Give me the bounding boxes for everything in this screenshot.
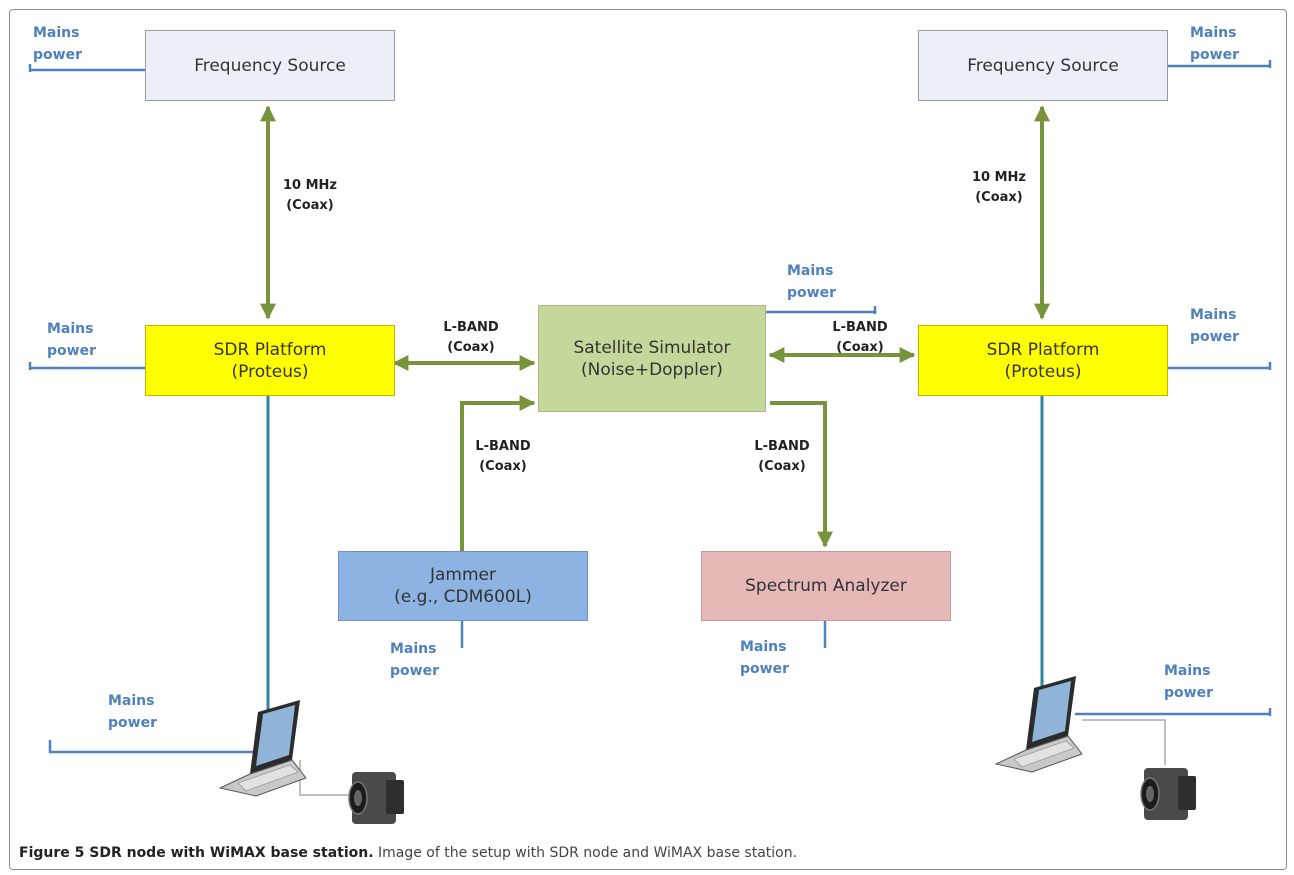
link-label-line2: (Coax) xyxy=(447,340,495,355)
mains-power-label: Mains power xyxy=(47,318,127,362)
mains-power-label: Mains power xyxy=(1190,304,1270,348)
mains-line1: Mains xyxy=(47,321,94,337)
mains-line1: Mains xyxy=(1190,25,1237,41)
link-label-lband-left: L-BAND (Coax) xyxy=(428,318,514,358)
satellite-simulator: Satellite Simulator (Noise+Doppler) xyxy=(538,305,766,412)
mains-line2: power xyxy=(390,663,439,679)
link-label-line1: L-BAND xyxy=(832,320,888,335)
frequency-source-right: Frequency Source xyxy=(918,30,1168,101)
mains-power-label: Mains power xyxy=(787,260,867,304)
laptop-icon xyxy=(218,700,307,797)
mains-line2: power xyxy=(108,715,157,731)
link-label-line1: 10 MHz xyxy=(972,170,1026,185)
mains-line2: power xyxy=(1164,685,1213,701)
link-label-line2: (Coax) xyxy=(975,190,1023,205)
power-line-laptop-left xyxy=(48,740,258,754)
box-label-line1: Satellite Simulator xyxy=(573,337,731,358)
box-label: Spectrum Analyzer xyxy=(745,576,907,596)
mains-line2: power xyxy=(1190,47,1239,63)
spectrum-analyzer: Spectrum Analyzer xyxy=(701,551,951,621)
jammer: Jammer (e.g., CDM600L) xyxy=(338,551,588,621)
box-label-line1: SDR Platform xyxy=(986,339,1100,360)
mains-line2: power xyxy=(1190,329,1239,345)
mains-line2: power xyxy=(47,343,96,359)
mains-line2: power xyxy=(787,285,836,301)
box-label-line2: (Proteus) xyxy=(1004,361,1082,382)
link-label-line1: L-BAND xyxy=(475,439,531,454)
link-label-line2: (Coax) xyxy=(758,459,806,474)
mains-power-label: Mains power xyxy=(1190,22,1270,66)
link-label-lband-right: L-BAND (Coax) xyxy=(817,318,903,358)
camera-cable-left xyxy=(299,760,350,796)
link-label-ref-right: 10 MHz (Coax) xyxy=(956,168,1042,208)
link-label-line1: 10 MHz xyxy=(283,178,337,193)
arrow-lband-jammer xyxy=(460,395,536,552)
mains-line1: Mains xyxy=(1190,307,1237,323)
link-label-line2: (Coax) xyxy=(286,198,334,213)
box-label-line2: (e.g., CDM600L) xyxy=(394,587,532,607)
sdr-platform-right: SDR Platform (Proteus) xyxy=(918,325,1168,396)
box-label-line1: SDR Platform xyxy=(213,339,327,360)
data-lines xyxy=(266,395,1044,710)
link-label-lband-jammer: L-BAND (Coax) xyxy=(460,437,546,477)
mains-line1: Mains xyxy=(108,693,155,709)
mains-power-label: Mains power xyxy=(33,22,113,66)
caption-text: Image of the setup with SDR node and WiM… xyxy=(373,845,798,861)
mains-power-label: Mains power xyxy=(390,638,470,682)
laptop-icon xyxy=(994,676,1083,773)
video-camera-icon xyxy=(348,772,404,824)
mains-line2: power xyxy=(33,47,82,63)
caption-title: Figure 5 SDR node with WiMAX base statio… xyxy=(19,845,374,861)
coax-links xyxy=(260,105,1050,552)
box-label-line2: (Noise+Doppler) xyxy=(581,359,723,380)
box-label: Frequency Source xyxy=(194,55,346,76)
video-camera-icon xyxy=(1140,768,1196,820)
figure-frame xyxy=(9,9,1287,870)
sdr-platform-left: SDR Platform (Proteus) xyxy=(145,325,395,396)
link-label-line1: L-BAND xyxy=(754,439,810,454)
link-label-line1: L-BAND xyxy=(443,320,499,335)
power-lines xyxy=(28,60,1272,754)
box-label: Frequency Source xyxy=(967,55,1119,76)
mains-line1: Mains xyxy=(1164,663,1211,679)
frequency-source-left: Frequency Source xyxy=(145,30,395,101)
mains-power-label: Mains power xyxy=(740,636,820,680)
link-label-line2: (Coax) xyxy=(836,340,884,355)
link-label-line2: (Coax) xyxy=(479,459,527,474)
camera-cable-right xyxy=(1082,719,1166,765)
mains-line1: Mains xyxy=(390,641,437,657)
link-label-ref-left: 10 MHz (Coax) xyxy=(267,176,353,216)
box-label-line1: Jammer xyxy=(430,565,496,585)
mains-line2: power xyxy=(740,661,789,677)
mains-line1: Mains xyxy=(33,25,80,41)
arrow-lband-spectrum xyxy=(770,401,833,548)
figure-caption: Figure 5 SDR node with WiMAX base statio… xyxy=(19,845,797,861)
mains-power-label: Mains power xyxy=(1164,660,1244,704)
link-label-lband-spectrum: L-BAND (Coax) xyxy=(739,437,825,477)
mains-line1: Mains xyxy=(740,639,787,655)
mains-line1: Mains xyxy=(787,263,834,279)
mains-power-label: Mains power xyxy=(108,690,188,734)
box-label-line2: (Proteus) xyxy=(231,361,309,382)
